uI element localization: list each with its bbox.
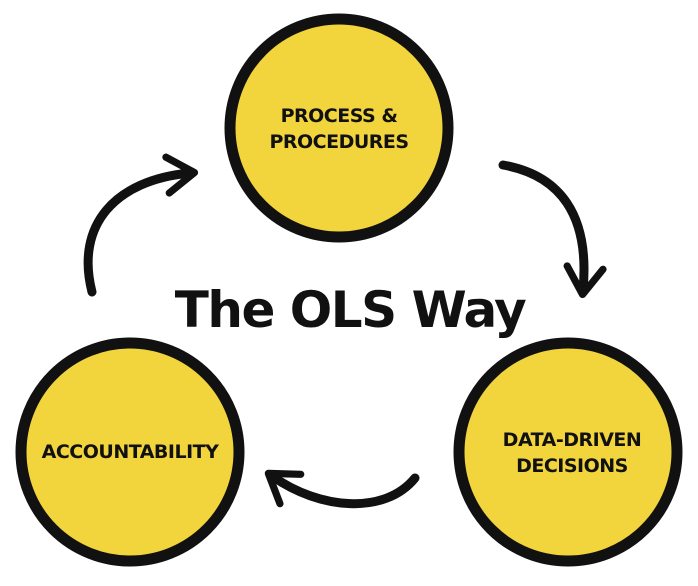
node-circle xyxy=(453,337,683,567)
node-label-line1: DATA-DRIVEN xyxy=(503,429,642,451)
node-circle xyxy=(15,337,245,567)
node-label-line2: DECISIONS xyxy=(516,455,628,477)
diagram-title: The OLS Way xyxy=(175,281,526,339)
arrow-icon xyxy=(83,153,199,297)
arrow-icon xyxy=(498,160,607,299)
arrow-icon xyxy=(264,469,420,509)
node-label-line2: PROCEDURES xyxy=(269,131,408,153)
node-label-line1: PROCESS & xyxy=(281,105,398,127)
node-accountability: ACCOUNTABILITY xyxy=(15,337,245,567)
node-circle xyxy=(224,13,454,243)
node-data-driven-decisions: DATA-DRIVEN DECISIONS xyxy=(453,337,683,567)
node-label-line1: ACCOUNTABILITY xyxy=(42,441,219,463)
node-process-procedures: PROCESS & PROCEDURES xyxy=(224,13,454,243)
